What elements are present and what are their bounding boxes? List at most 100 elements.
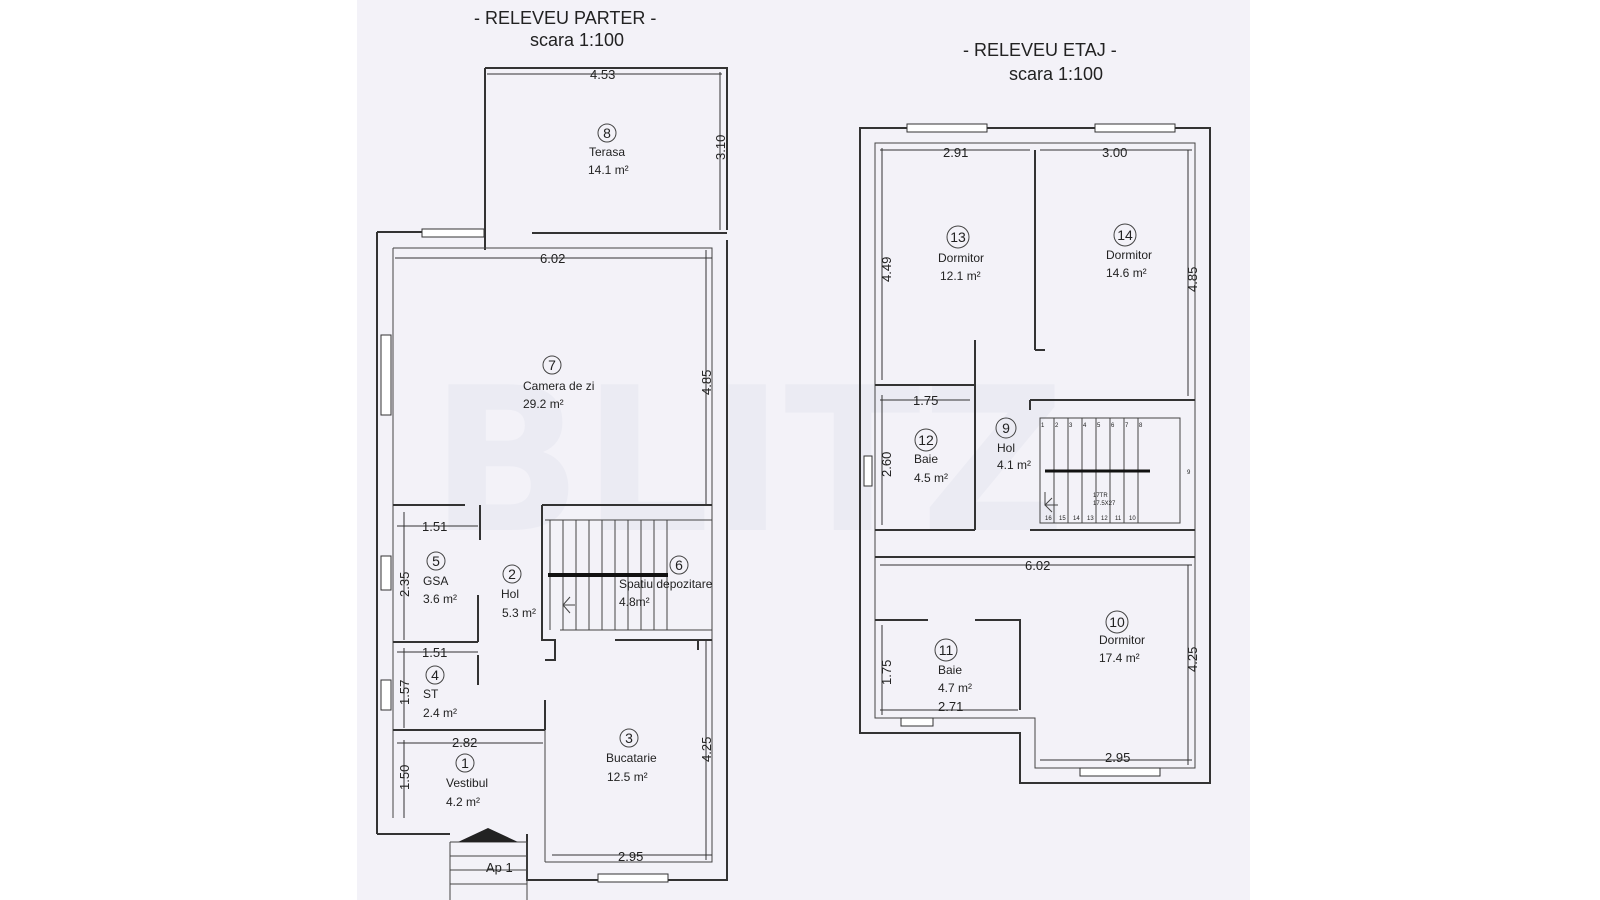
svg-text:29.2 m²: 29.2 m² <box>523 397 564 411</box>
svg-text:14.6 m²: 14.6 m² <box>1106 266 1147 280</box>
svg-text:Terasa: Terasa <box>589 145 625 159</box>
dim-label: 1.75 <box>913 393 938 408</box>
svg-text:12: 12 <box>918 432 934 448</box>
svg-text:15: 15 <box>1059 516 1066 522</box>
svg-text:4.5 m²: 4.5 m² <box>914 471 948 485</box>
dim-label: 2.60 <box>879 452 894 477</box>
svg-text:Baie: Baie <box>914 452 938 466</box>
room-label-10: 10 Dormitor 17.4 m² <box>1099 610 1145 665</box>
room-label-2: 2 Hol 5.3 m² <box>501 564 536 620</box>
svg-text:13: 13 <box>950 229 966 245</box>
upper-dimension-lines <box>880 148 1192 765</box>
svg-text:14.1 m²: 14.1 m² <box>588 163 629 177</box>
svg-text:17TR: 17TR <box>1093 493 1108 499</box>
svg-text:17.5X27: 17.5X27 <box>1093 501 1116 507</box>
room-label-13: 13 Dormitor 12.1 m² <box>938 225 984 283</box>
svg-text:5: 5 <box>432 553 440 569</box>
svg-text:17.4 m²: 17.4 m² <box>1099 651 1140 665</box>
room-label-14: 14 Dormitor 14.6 m² <box>1106 223 1152 280</box>
svg-text:Baie: Baie <box>938 663 962 677</box>
room-label-12: 12 Baie 4.5 m² <box>914 428 948 485</box>
watermark: BLITZ <box>430 345 1066 578</box>
svg-text:Dormitor: Dormitor <box>1106 248 1152 262</box>
room-label-5: 5 GSA 3.6 m² <box>423 551 457 606</box>
ground-stairs <box>548 520 668 630</box>
svg-text:7: 7 <box>548 357 556 373</box>
dim-label: 1.75 <box>879 660 894 685</box>
upper-stairs: 1 2 3 4 5 6 7 8 16 15 14 13 12 11 10 17T… <box>1039 417 1191 524</box>
dim-label: 4.25 <box>1185 647 1200 672</box>
svg-text:4.8m²: 4.8m² <box>619 595 650 609</box>
svg-text:ST: ST <box>423 687 439 701</box>
svg-text:13: 13 <box>1087 516 1094 522</box>
room-label-4: 4 ST 2.4 m² <box>423 665 457 720</box>
svg-text:4.1 m²: 4.1 m² <box>997 458 1031 472</box>
svg-text:4.2 m²: 4.2 m² <box>446 795 480 809</box>
svg-text:Dormitor: Dormitor <box>1099 633 1145 647</box>
terrace-outline <box>484 67 728 250</box>
dim-label: 4.85 <box>1185 267 1200 292</box>
dim-label: 1.51 <box>422 645 447 660</box>
svg-text:9: 9 <box>1002 420 1010 436</box>
svg-text:1: 1 <box>1041 423 1045 429</box>
room-label-1: 1 Vestibul 4.2 m² <box>446 753 488 809</box>
svg-text:8: 8 <box>603 125 611 141</box>
dim-label: 4.53 <box>590 67 615 82</box>
svg-text:Hol: Hol <box>501 587 519 601</box>
ground-plan-title: - RELEVEU PARTER - <box>474 8 656 28</box>
room-label-9: 9 Hol 4.1 m² <box>995 417 1031 472</box>
dim-label: 2.82 <box>452 735 477 750</box>
dim-label: 4.49 <box>879 257 894 282</box>
ground-dimension-lines <box>395 72 722 860</box>
svg-text:5.3 m²: 5.3 m² <box>502 606 536 620</box>
svg-text:6: 6 <box>1111 423 1115 429</box>
svg-text:11: 11 <box>939 642 954 658</box>
svg-text:3: 3 <box>625 730 633 746</box>
svg-text:Vestibul: Vestibul <box>446 776 488 790</box>
entrance-label: Ap 1 <box>486 860 513 875</box>
svg-text:Hol: Hol <box>997 441 1015 455</box>
dim-label: 2.95 <box>618 849 643 864</box>
dim-label: 2.95 <box>1105 750 1130 765</box>
svg-text:Spatiu depozitare: Spatiu depozitare <box>619 577 713 591</box>
svg-text:2.4 m²: 2.4 m² <box>423 706 457 720</box>
upper-dimension-labels: 2.91 3.00 4.49 4.85 1.75 2.60 6.02 1.75 … <box>879 145 1200 765</box>
svg-text:4.7 m²: 4.7 m² <box>938 681 972 695</box>
upper-plan-title: - RELEVEU ETAJ - <box>963 40 1117 60</box>
svg-text:10: 10 <box>1129 516 1136 522</box>
svg-text:1: 1 <box>461 755 469 771</box>
room-label-11: 11 Baie 4.7 m² <box>934 638 972 695</box>
svg-text:3: 3 <box>1069 423 1073 429</box>
dim-label: 2.35 <box>397 572 412 597</box>
room-label-8: 8 Terasa 14.1 m² <box>588 123 629 177</box>
svg-text:16: 16 <box>1045 516 1052 522</box>
dim-label: 1.51 <box>422 519 447 534</box>
dim-label: 2.91 <box>943 145 968 160</box>
svg-text:3.6 m²: 3.6 m² <box>423 592 457 606</box>
dim-label: 6.02 <box>1025 558 1050 573</box>
svg-text:12.1 m²: 12.1 m² <box>940 269 981 283</box>
upper-outer-walls <box>859 127 1211 784</box>
ground-entrance-steps <box>449 828 528 900</box>
dim-label: 4.85 <box>699 370 714 395</box>
svg-text:Dormitor: Dormitor <box>938 251 984 265</box>
dim-label: 1.57 <box>397 680 412 705</box>
svg-text:8: 8 <box>1139 423 1143 429</box>
svg-text:14: 14 <box>1073 516 1080 522</box>
svg-text:4: 4 <box>431 667 439 683</box>
svg-text:2: 2 <box>508 566 516 582</box>
ground-interior-walls <box>393 504 713 731</box>
svg-text:9: 9 <box>1187 470 1191 476</box>
svg-text:12.5 m²: 12.5 m² <box>607 770 648 784</box>
upper-plan-scale: scara 1:100 <box>1009 64 1103 84</box>
dim-label: 1.50 <box>397 765 412 790</box>
svg-text:6: 6 <box>675 557 683 573</box>
svg-text:4: 4 <box>1083 423 1087 429</box>
ground-plan-scale: scara 1:100 <box>530 30 624 50</box>
ground-dimension-labels: 4.53 3.10 6.02 4.85 1.51 2.35 1.51 1.57 … <box>397 67 728 864</box>
dim-label: 3.10 <box>713 135 728 160</box>
svg-text:5: 5 <box>1097 423 1101 429</box>
room-label-6: 6 Spatiu depozitare 4.8m² <box>619 555 713 609</box>
dim-label: 6.02 <box>540 251 565 266</box>
